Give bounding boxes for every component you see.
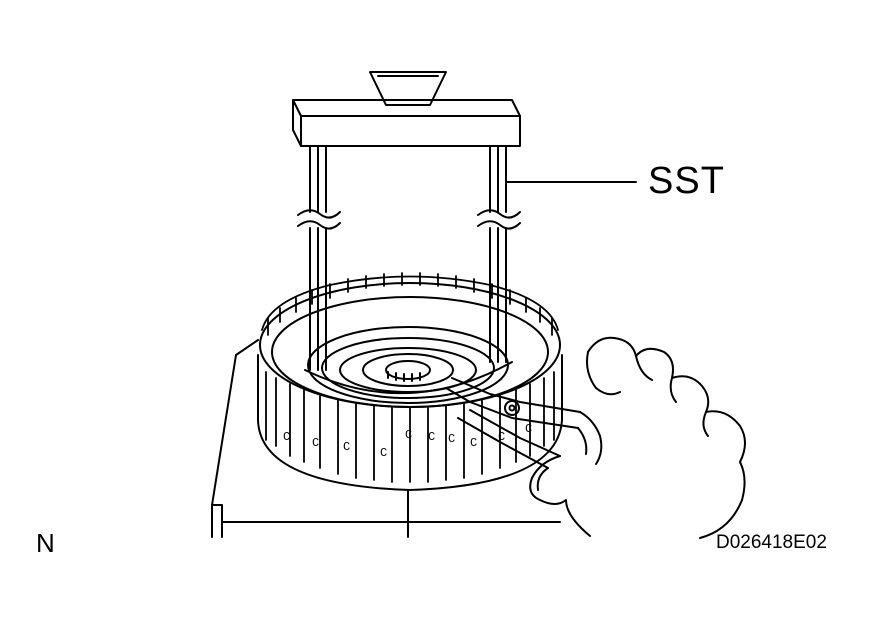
- svg-text:C: C: [525, 422, 532, 436]
- sst-callout-label: SST: [648, 160, 725, 202]
- svg-text:C: C: [312, 436, 319, 450]
- svg-text:C: C: [283, 430, 290, 444]
- view-code-label: N: [36, 528, 55, 558]
- svg-text:C: C: [498, 430, 505, 444]
- base-plate: [211, 339, 561, 538]
- svg-text:C: C: [405, 428, 412, 442]
- snap-ring-pliers: [445, 377, 581, 469]
- svg-text:C: C: [343, 440, 350, 454]
- sst-press-tool: [292, 71, 521, 395]
- svg-text:C: C: [448, 432, 455, 446]
- figure-id-label: D026418E02: [716, 532, 827, 553]
- svg-text:C: C: [380, 446, 387, 460]
- svg-text:C: C: [428, 430, 435, 444]
- svg-text:C: C: [470, 436, 477, 450]
- hand: [529, 336, 746, 539]
- spring-retainer: [307, 326, 509, 404]
